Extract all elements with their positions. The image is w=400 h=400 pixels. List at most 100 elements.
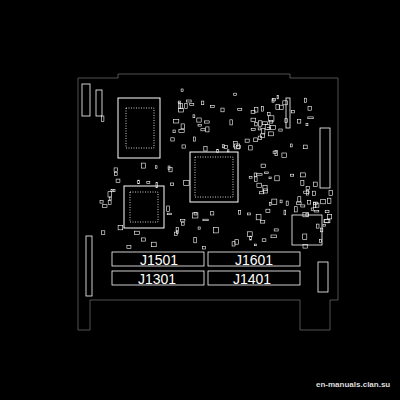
smd-part <box>135 231 140 234</box>
smd-part <box>297 120 300 124</box>
smd-part <box>116 179 120 182</box>
smd-part <box>155 166 157 169</box>
smd-part <box>245 139 249 142</box>
smd-part <box>204 121 209 123</box>
smd-part <box>203 219 208 221</box>
smd-part <box>230 120 233 125</box>
smd-part <box>167 213 171 215</box>
smd-part <box>306 123 308 125</box>
smd-part <box>291 110 294 113</box>
smd-part <box>328 215 332 219</box>
smd-part <box>285 119 288 123</box>
smd-part <box>227 150 229 152</box>
smd-part <box>194 213 197 216</box>
smd-part <box>258 136 262 139</box>
smd-part <box>303 234 307 239</box>
smd-part <box>265 125 269 130</box>
smd-part <box>261 134 265 138</box>
smd-part <box>261 106 263 111</box>
smd-part <box>270 126 275 130</box>
smd-part <box>259 121 262 126</box>
smd-part <box>291 144 293 147</box>
smd-part <box>176 227 179 230</box>
smd-part <box>238 210 240 214</box>
smd-part <box>249 177 252 179</box>
smd-part <box>264 172 268 174</box>
smd-part <box>127 245 131 248</box>
smd-part <box>113 190 115 192</box>
smd-part <box>328 198 331 203</box>
smd-part <box>297 202 302 205</box>
smd-part <box>306 186 310 189</box>
smd-part <box>304 191 309 193</box>
smd-part <box>261 164 265 168</box>
smd-part <box>147 182 150 184</box>
smd-part <box>114 173 117 176</box>
smd-part <box>206 127 209 132</box>
smd-part <box>108 200 111 204</box>
smd-part <box>193 213 198 218</box>
smd-part <box>257 183 262 187</box>
smd-part <box>197 118 201 122</box>
smd-part <box>301 181 304 186</box>
smd-part <box>174 232 177 236</box>
smd-part <box>286 201 288 205</box>
smd-part <box>321 199 326 203</box>
smd-part <box>169 168 172 172</box>
smd-part <box>301 205 305 207</box>
smd-part <box>320 228 323 232</box>
smd-part <box>184 181 189 186</box>
smd-part <box>306 213 308 216</box>
smd-part <box>308 117 313 119</box>
smd-part <box>303 245 307 249</box>
smd-part <box>108 192 112 197</box>
smd-part <box>277 95 279 98</box>
smd-part <box>174 119 179 123</box>
smd-part <box>185 104 188 109</box>
smd-part <box>276 105 279 110</box>
smd-part <box>234 93 237 95</box>
smd-part <box>194 238 197 243</box>
smd-part <box>179 130 184 133</box>
smd-part <box>181 124 184 129</box>
smd-part <box>224 145 227 148</box>
smd-part <box>300 173 305 177</box>
smd-part <box>284 210 286 215</box>
smd-part <box>308 107 311 111</box>
smd-part <box>250 236 252 240</box>
smd-part <box>262 239 266 242</box>
smd-part <box>109 197 111 200</box>
smd-part <box>255 123 258 126</box>
smd-part <box>275 176 279 181</box>
smd-part <box>167 206 170 212</box>
smd-part <box>249 146 253 150</box>
smd-part <box>180 103 182 108</box>
connector-label: J1601 <box>235 253 273 267</box>
smd-part <box>170 183 173 186</box>
smd-part <box>210 106 214 108</box>
smd-part <box>261 220 265 223</box>
smd-part <box>275 150 277 155</box>
smd-part <box>295 207 298 212</box>
smd-part <box>262 122 267 125</box>
smd-part <box>305 98 307 102</box>
smd-part <box>181 220 185 222</box>
smd-part <box>312 191 315 195</box>
smd-part <box>268 113 271 116</box>
smd-part <box>193 115 195 118</box>
smd-part <box>201 129 205 131</box>
smd-part <box>308 200 311 204</box>
smd-part <box>280 200 282 203</box>
smd-part <box>251 111 255 114</box>
smd-part <box>263 186 267 191</box>
smd-part <box>254 138 258 142</box>
smd-part <box>266 209 270 212</box>
smd-part <box>298 197 301 202</box>
smd-part <box>316 203 319 207</box>
smd-part <box>313 182 317 187</box>
smd-part <box>181 89 183 91</box>
smd-part <box>271 235 276 238</box>
smd-part <box>198 124 202 126</box>
smd-part <box>269 177 271 179</box>
